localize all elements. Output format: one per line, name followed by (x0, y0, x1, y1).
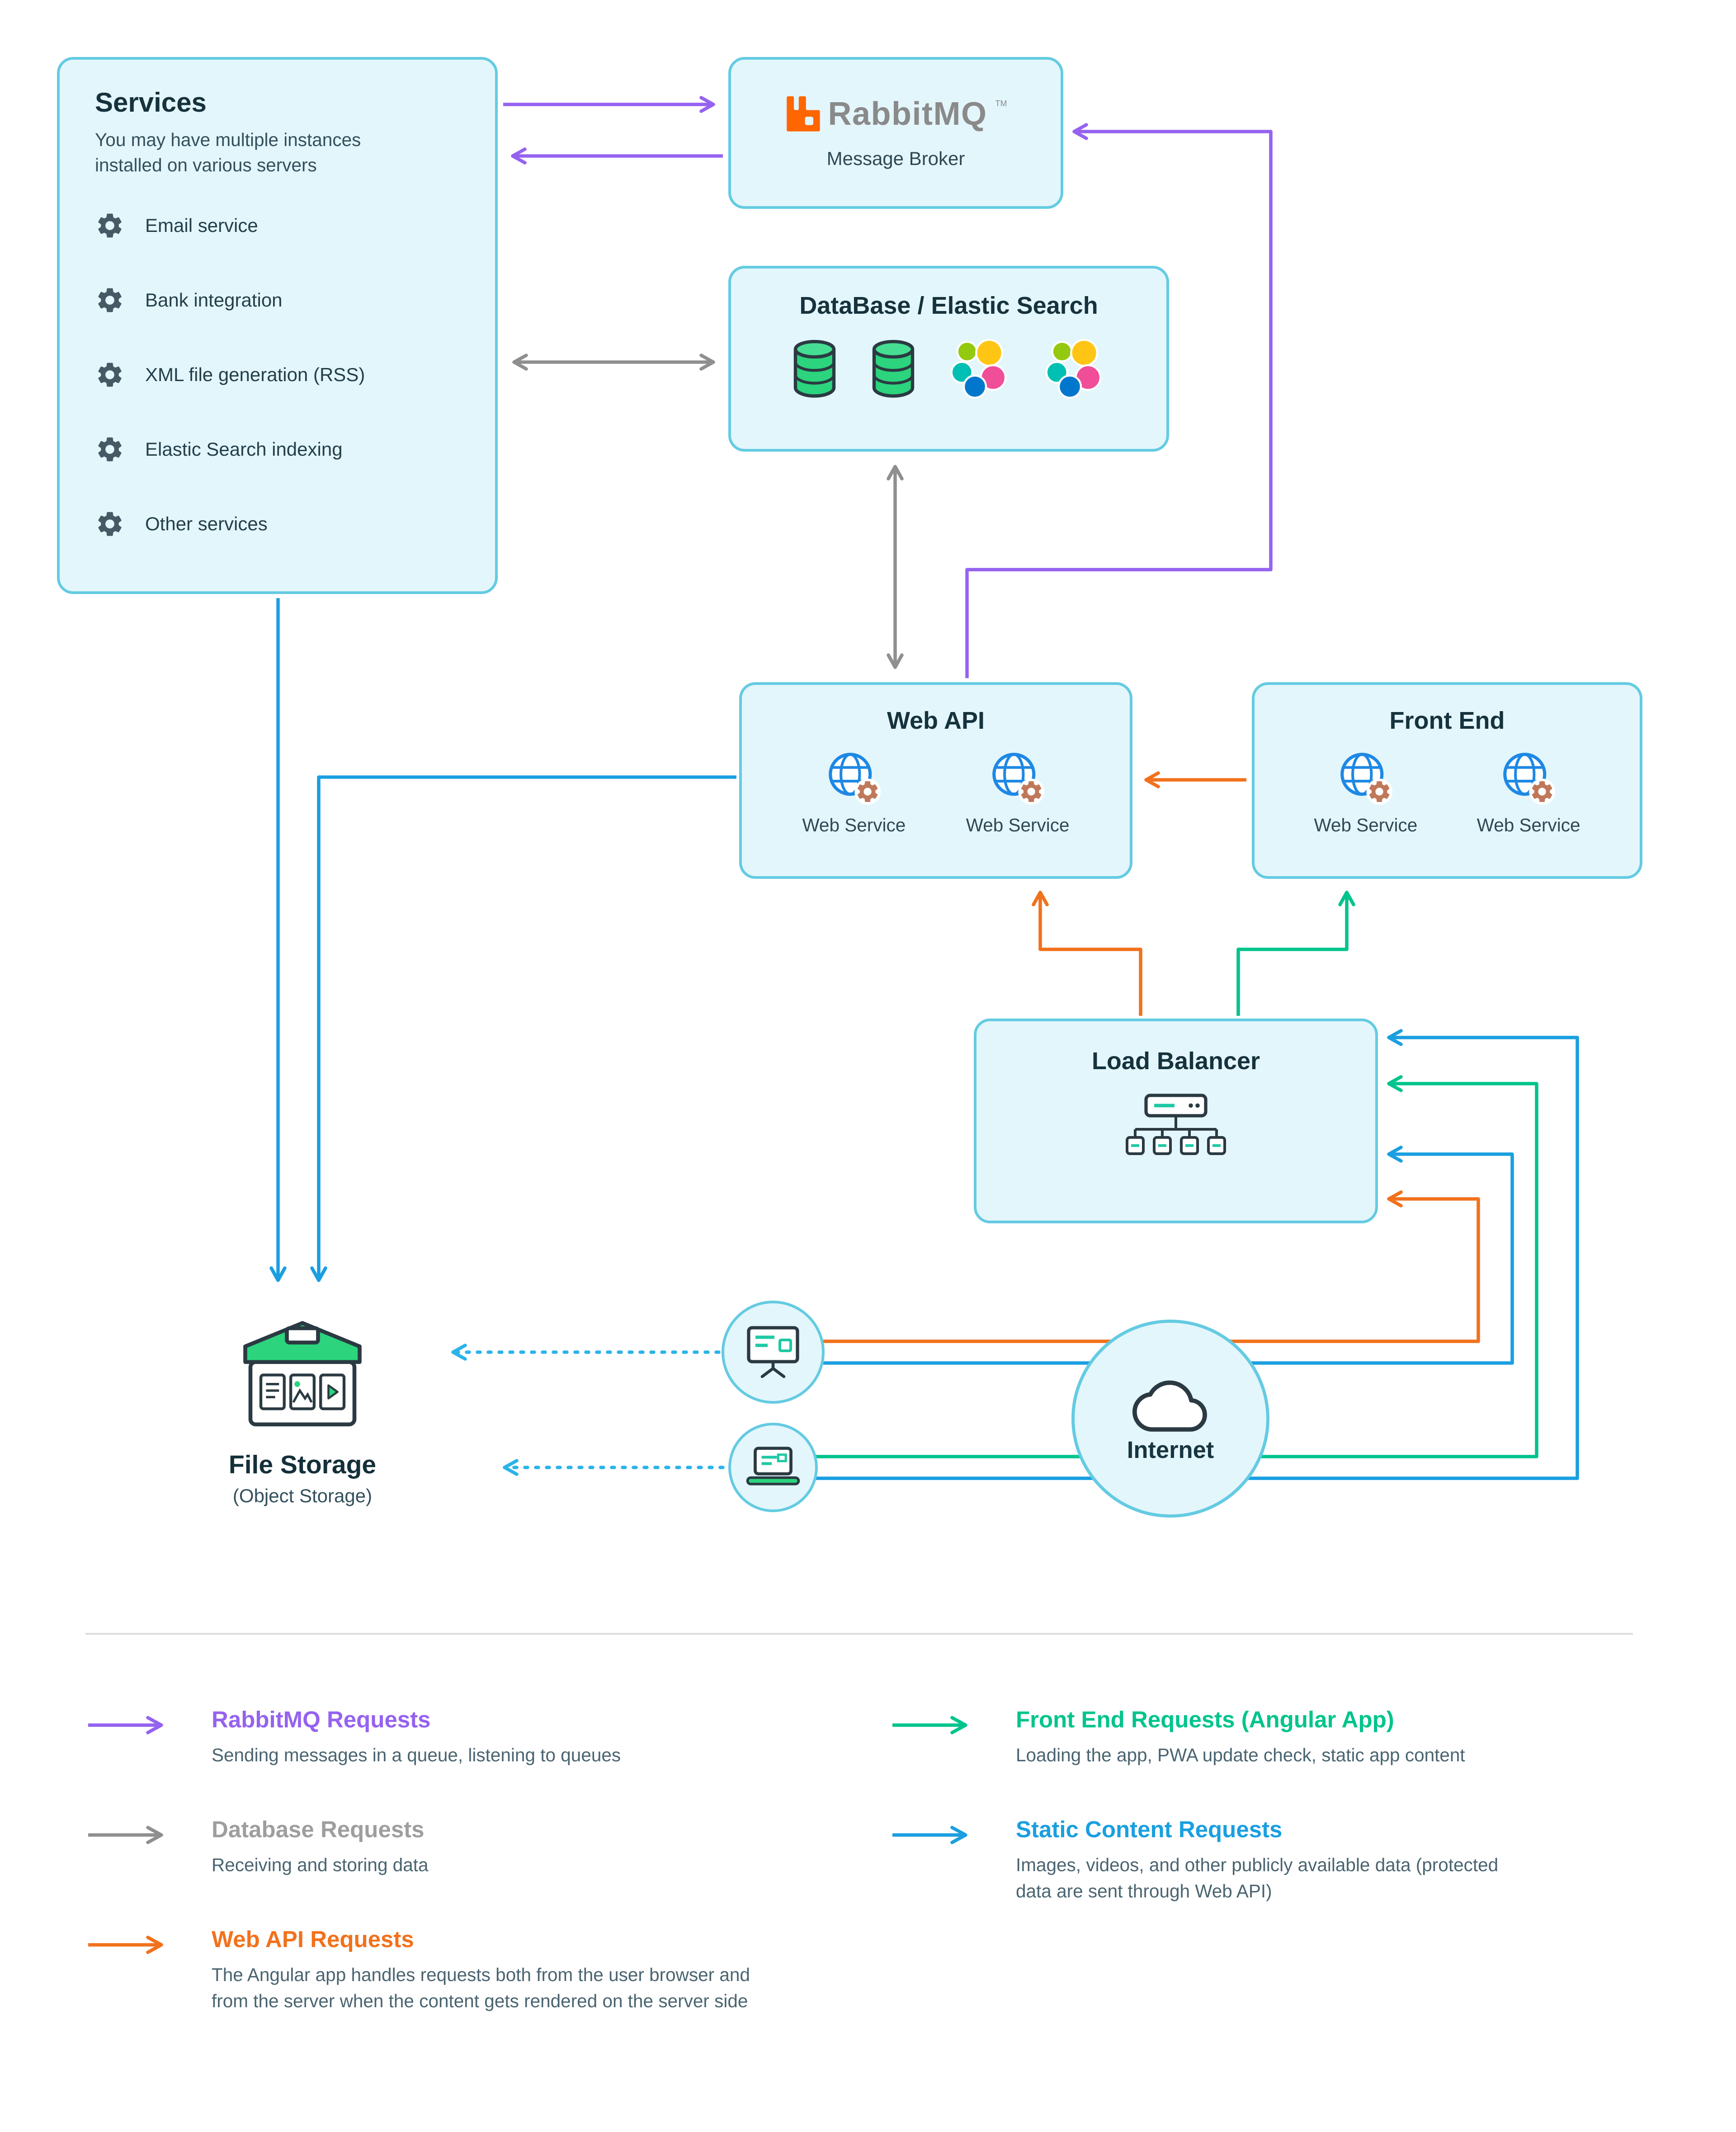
services-subtitle-line2: installed on various servers (95, 154, 317, 175)
legend-title: Database Requests (212, 1816, 425, 1842)
legend-webapi-requests: Web API Requests The Angular app handles… (85, 1926, 781, 2014)
services-subtitle-line1: You may have multiple instances (95, 129, 361, 150)
orange-arrow-icon (88, 1935, 163, 1954)
web-api-box: Web API Web Service Web Service (739, 682, 1132, 879)
legend-title: Web API Requests (212, 1926, 414, 1952)
services-list: Email service Bank integration XML file … (95, 211, 460, 539)
web-service-label: Web Service (802, 815, 906, 835)
cloud-icon (1132, 1380, 1207, 1432)
gear-icon (95, 360, 125, 390)
gear-icon (95, 434, 125, 464)
message-broker-label: Message Broker (826, 148, 965, 169)
legend-database-requests: Database Requests Receiving and storing … (85, 1816, 429, 1878)
legend-desc: Images, videos, and other publicly avail… (1016, 1854, 1499, 1901)
legend-desc: Loading the app, PWA update check, stati… (1016, 1745, 1465, 1765)
rabbitmq-icon (786, 96, 820, 132)
internet-label: Internet (1127, 1436, 1214, 1463)
green-arrow-icon (892, 1716, 967, 1735)
purple-arrow-icon (88, 1716, 163, 1735)
service-item-label: XML file generation (RSS) (145, 363, 365, 385)
service-item-label: Other services (145, 513, 268, 534)
rabbitmq-logo: RabbitMQ TM (785, 96, 1007, 132)
elastic-search-icon (1044, 337, 1106, 400)
web-service-icon (1336, 748, 1396, 808)
rabbitmq-box: RabbitMQ TM Message Broker (728, 57, 1063, 209)
browser-laptop-node (728, 1423, 818, 1512)
services-subtitle: You may have multiple instances installe… (95, 127, 460, 178)
legend-desc: Sending messages in a queue, listening t… (212, 1745, 621, 1765)
arrow-webapi-to-rabbitmq (965, 123, 1273, 678)
service-item-elastic: Elastic Search indexing (95, 434, 460, 464)
web-service: Web Service (802, 748, 906, 836)
database-icons (731, 337, 1166, 400)
service-item-xml: XML file generation (RSS) (95, 360, 460, 390)
load-balancer-box: Load Balancer (974, 1019, 1378, 1223)
front-end-title: Front End (1389, 707, 1505, 734)
rabbitmq-tm: TM (995, 99, 1007, 108)
gear-icon (95, 285, 125, 315)
blue-arrow-icon (892, 1825, 967, 1844)
browser-monitor-node (722, 1301, 825, 1404)
web-service-label: Web Service (1477, 815, 1580, 835)
legend-title: Front End Requests (Angular App) (1016, 1707, 1394, 1732)
file-storage-icon (243, 1321, 362, 1427)
web-service-icon (824, 748, 884, 808)
gear-icon (95, 509, 125, 539)
database-cylinder-icon (870, 339, 916, 398)
services-box: Services You may have multiple instances… (57, 57, 498, 594)
web-service-icon (988, 748, 1047, 808)
database-title: DataBase / Elastic Search (799, 292, 1098, 319)
service-item-label: Bank integration (145, 289, 283, 311)
laptop-icon (746, 1447, 800, 1486)
monitor-icon (747, 1326, 799, 1378)
load-balancer-title: Load Balancer (1091, 1047, 1260, 1075)
arrow-loadbalancer-to-frontend (1236, 891, 1355, 1016)
gray-arrow-icon (88, 1825, 163, 1844)
gear-icon (95, 211, 125, 241)
web-service-icon (1499, 748, 1558, 808)
web-service: Web Service (1314, 748, 1417, 836)
legend-frontend-requests: Front End Requests (Angular App) Loading… (890, 1706, 1465, 1769)
web-service: Web Service (966, 748, 1070, 836)
web-api-title: Web API (887, 707, 985, 734)
legend-static-content-requests: Static Content Requests Images, videos, … (890, 1816, 1531, 1904)
service-item-label: Email service (145, 214, 258, 236)
rabbitmq-wordmark: RabbitMQ (828, 96, 987, 132)
legend-title: Static Content Requests (1016, 1816, 1283, 1842)
legend-title: RabbitMQ Requests (212, 1707, 431, 1732)
legend-rabbitmq-requests: RabbitMQ Requests Sending messages in a … (85, 1706, 621, 1769)
arrow-webapi-to-filestorage (310, 775, 736, 1282)
file-storage-title: File Storage (228, 1450, 377, 1479)
legend-desc: Receiving and storing data (212, 1854, 429, 1875)
service-item-bank: Bank integration (95, 285, 460, 315)
arrow-loadbalancer-to-webapi (1032, 891, 1142, 1016)
load-balancer-icon (1126, 1094, 1226, 1155)
services-title: Services (95, 87, 207, 118)
front-end-box: Front End Web Service Web Service (1252, 682, 1642, 879)
service-item-other: Other services (95, 509, 460, 539)
elastic-search-icon (949, 337, 1011, 400)
web-service-label: Web Service (1314, 815, 1418, 835)
file-storage-subtitle: (Object Storage) (232, 1485, 373, 1506)
web-service-label: Web Service (966, 815, 1070, 835)
database-box: DataBase / Elastic Search (728, 266, 1169, 452)
file-storage: File Storage (Object Storage) (214, 1307, 391, 1507)
internet-node: Internet (1071, 1320, 1269, 1518)
database-cylinder-icon (792, 339, 838, 398)
web-service: Web Service (1477, 748, 1580, 836)
legend-desc: The Angular app handles requests both fr… (212, 1964, 750, 2011)
service-item-email: Email service (95, 211, 460, 241)
legend-divider (85, 1633, 1633, 1636)
service-item-label: Elastic Search indexing (145, 438, 343, 460)
